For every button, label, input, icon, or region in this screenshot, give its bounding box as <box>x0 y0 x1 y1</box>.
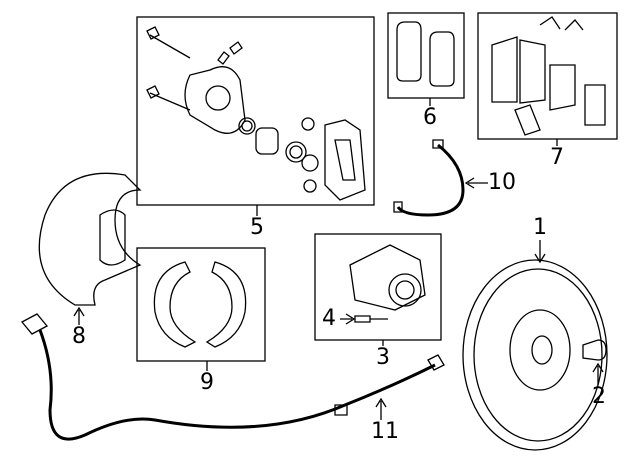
brake-rotor <box>462 259 608 451</box>
box-hardware-7 <box>477 12 618 140</box>
callout-8: 8 <box>72 324 86 349</box>
hub-bearing <box>349 244 426 323</box>
box-caliper-5 <box>136 16 375 206</box>
abs-sensor-wire <box>38 329 436 441</box>
parking-brake-shoes <box>153 261 247 348</box>
dust-shield <box>38 172 142 306</box>
callout-5: 5 <box>250 215 264 240</box>
callout-6: 6 <box>423 105 437 130</box>
callout-10: 10 <box>488 170 516 195</box>
brake-hose <box>396 143 465 217</box>
callout-9: 9 <box>200 370 214 395</box>
callout-3: 3 <box>376 345 390 370</box>
callout-2: 2 <box>592 384 606 409</box>
pad-hardware-kit <box>491 16 606 136</box>
box-shoes-9 <box>136 247 266 362</box>
box-hub-3 <box>314 233 442 341</box>
caliper-assembly <box>146 26 366 201</box>
box-pads-6 <box>387 12 465 99</box>
callout-4: 4 <box>322 306 336 331</box>
callout-1: 1 <box>533 215 547 240</box>
callout-11: 11 <box>371 419 399 444</box>
brake-pads <box>396 21 455 87</box>
callout-7: 7 <box>550 145 564 170</box>
hub-cap <box>582 339 607 361</box>
